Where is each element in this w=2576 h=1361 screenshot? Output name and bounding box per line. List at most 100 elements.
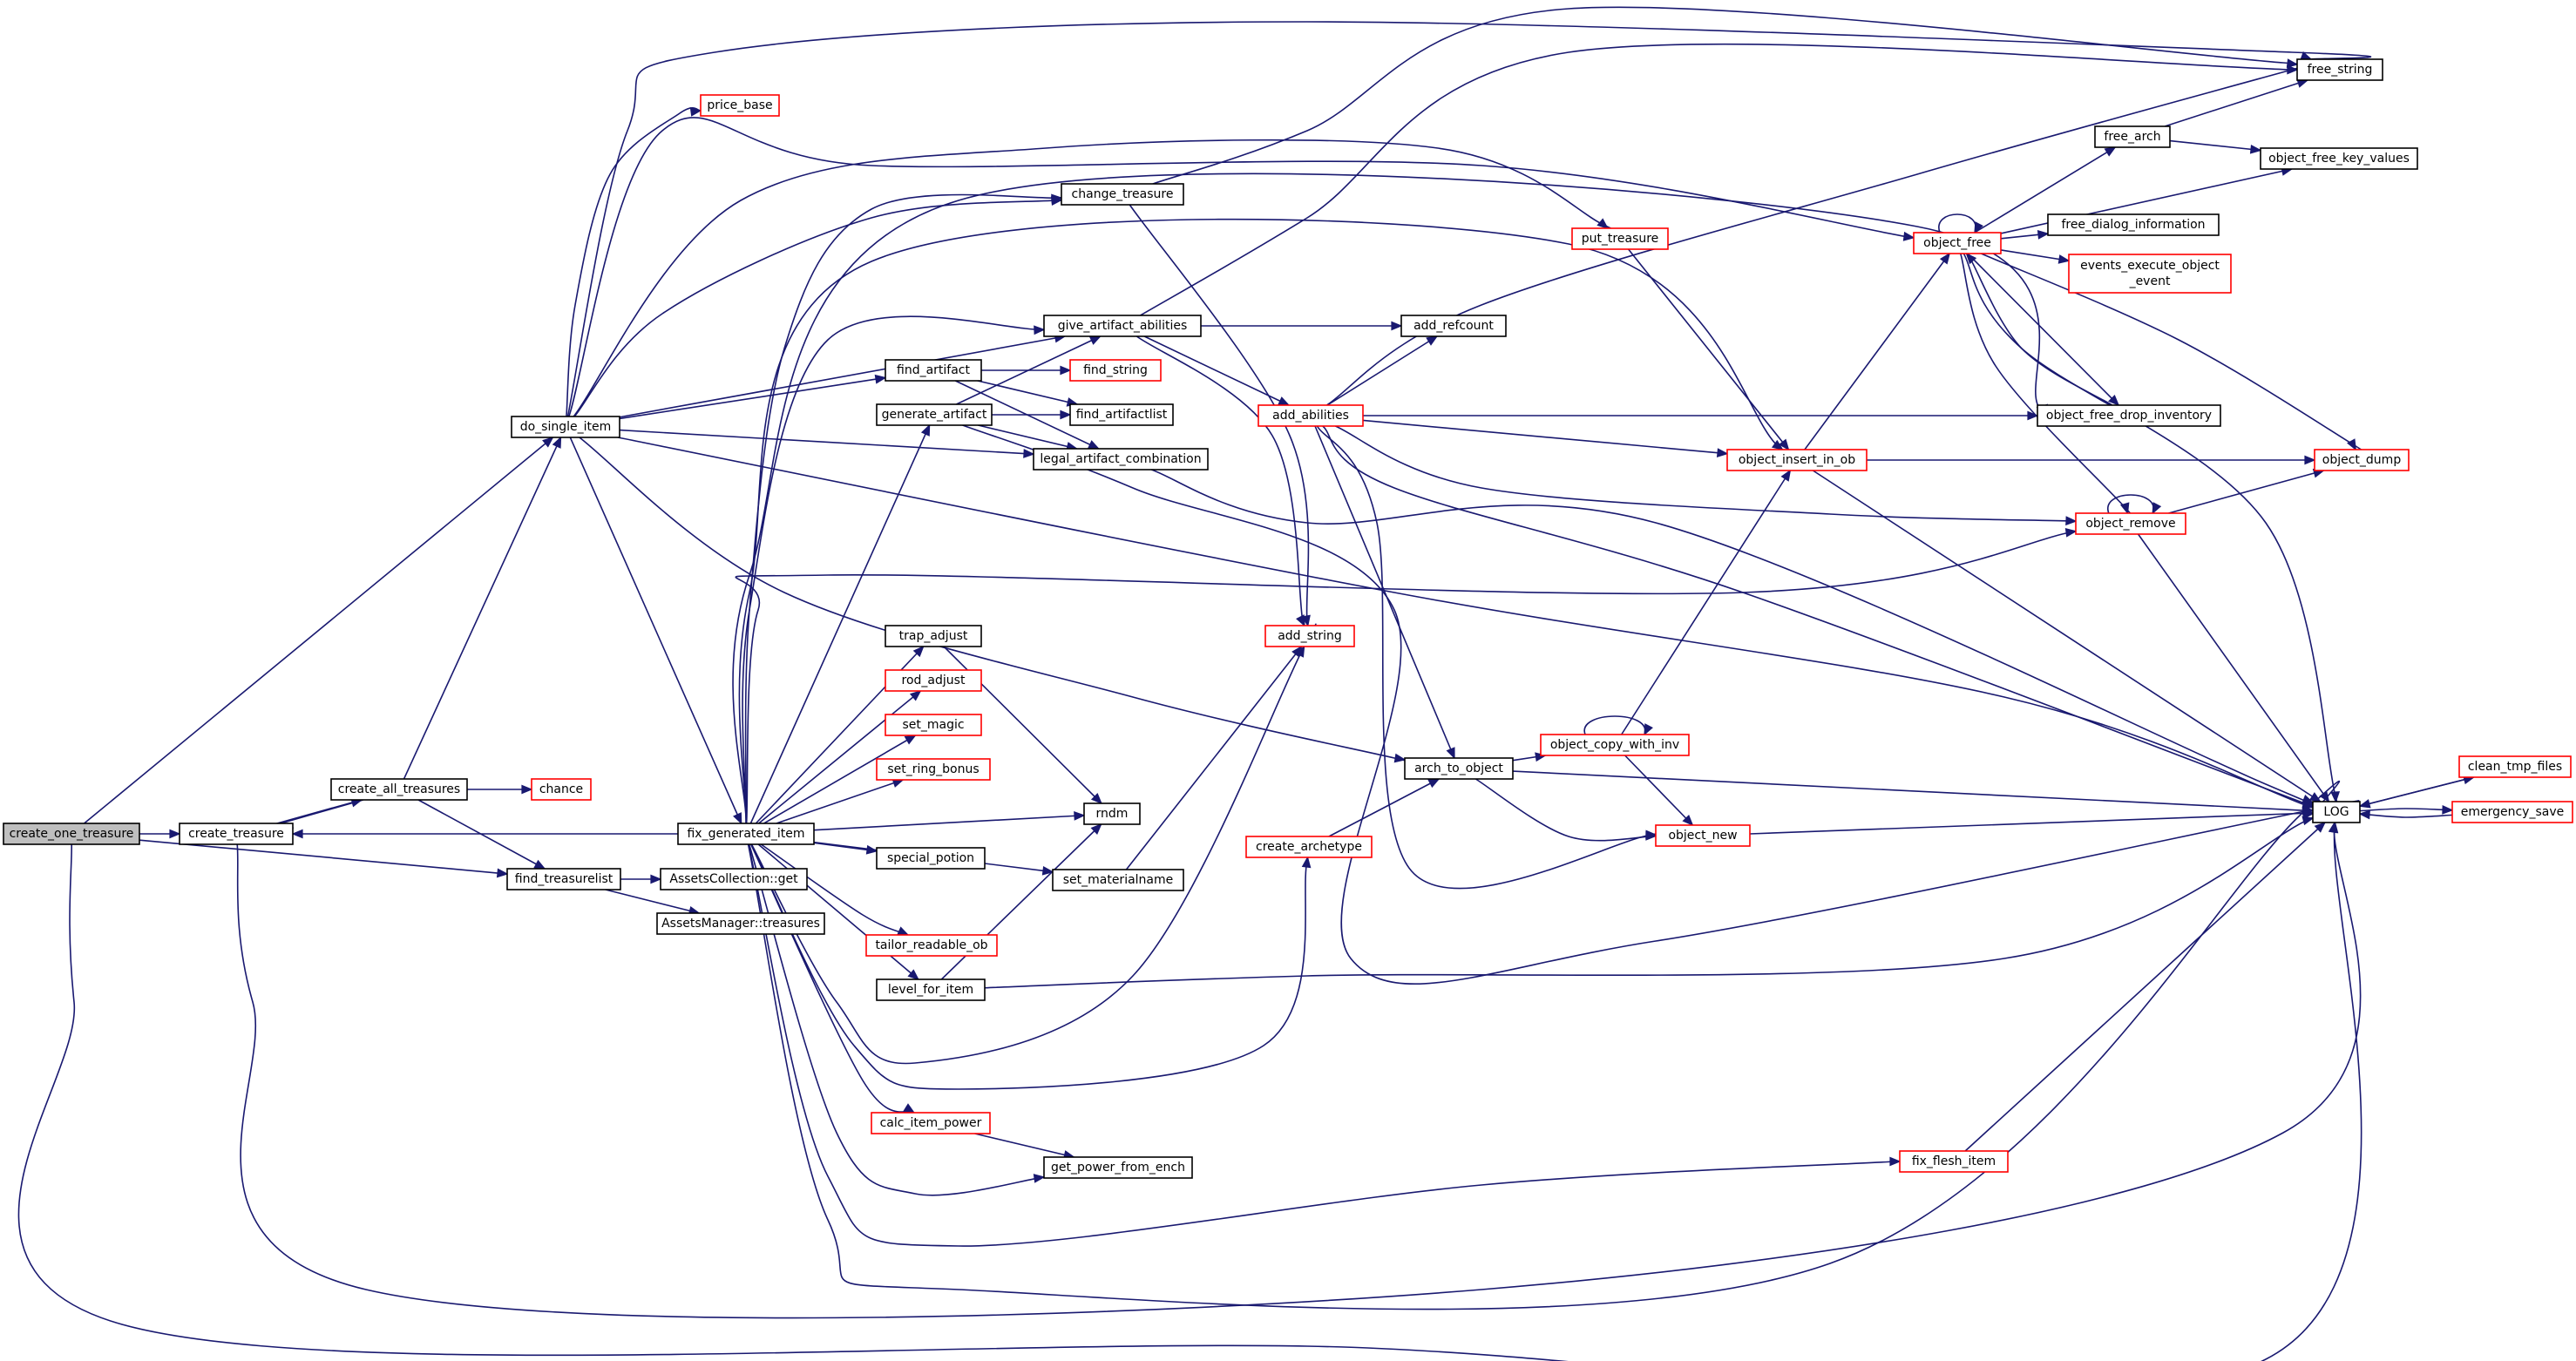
call-edge-fix_flesh_item-to-LOG xyxy=(1964,821,2327,1152)
node-object-copy-with-inv[interactable]: object_copy_with_inv xyxy=(1540,734,1690,756)
call-edge-object_copy_with_inv-to-object_copy_with_inv xyxy=(1583,715,1653,736)
node-do-single-item[interactable]: do_single_item xyxy=(511,416,620,438)
node-find-treasurelist[interactable]: find_treasurelist xyxy=(506,868,621,890)
node-fix-generated-item[interactable]: fix_generated_item xyxy=(677,823,815,845)
node-legal-artifact-combination[interactable]: legal_artifact_combination xyxy=(1033,448,1209,471)
node-label: fix_generated_item xyxy=(687,827,804,841)
node-put-treasure[interactable]: put_treasure xyxy=(1571,227,1669,250)
call-edge-add_abilities-to-arch_to_object xyxy=(1314,425,1455,760)
node-tailor-readable-ob[interactable]: tailor_readable_ob xyxy=(865,934,998,957)
node-box xyxy=(330,778,468,801)
call-edge-calc_item_power-to-get_power_from_ench xyxy=(974,1133,1075,1160)
node-find-string[interactable]: find_string xyxy=(1069,359,1162,382)
node-find-artifactlist[interactable]: find_artifactlist xyxy=(1069,403,1174,426)
node-give-artifact-abilities[interactable]: give_artifact_abilities xyxy=(1043,315,1202,337)
node-create-one-treasure[interactable]: create_one_treasure xyxy=(3,823,140,845)
node-free-arch[interactable]: free_arch xyxy=(2094,125,2171,148)
call-edge-emergency_save-to-LOG xyxy=(2358,809,2453,820)
node-create-archetype[interactable]: create_archetype xyxy=(1245,836,1373,858)
node-free-dialog-information[interactable]: free_dialog_information xyxy=(2047,213,2220,236)
node-box xyxy=(1043,1156,1193,1179)
call-edges xyxy=(17,6,2476,1361)
call-edge-object_new-to-LOG xyxy=(1749,809,2315,835)
node-rndm[interactable]: rndm xyxy=(1083,802,1141,825)
call-edge-do_single_item-to-put_treasure xyxy=(573,139,1618,417)
node-label: object_remove xyxy=(2085,517,2175,531)
node-label: create_treasure xyxy=(188,827,284,841)
call-edge-create_treasure-to-LOG xyxy=(236,821,2362,1319)
node-label: special_potion xyxy=(887,851,974,865)
call-edge-arch_to_object-to-object_new xyxy=(1474,778,1657,842)
call-edge-object_copy_with_inv-to-object_insert_in_ob xyxy=(1620,469,1792,735)
node-box xyxy=(506,868,621,890)
node-LOG[interactable]: LOG xyxy=(2312,801,2361,823)
node-set-materialname[interactable]: set_materialname xyxy=(1052,869,1184,891)
node-object-free-drop-inventory[interactable]: object_free_drop_inventory xyxy=(2037,404,2221,427)
node-price-base[interactable]: price_base xyxy=(700,94,780,117)
node-box xyxy=(2458,755,2572,778)
node-add-abilities[interactable]: add_abilities xyxy=(1257,404,1364,427)
node-box xyxy=(1404,757,1514,780)
node-events-execute-object-event[interactable]: events_execute_object_event xyxy=(2068,254,2232,294)
node-find-artifact[interactable]: find_artifact xyxy=(885,359,982,382)
call-edge-free_arch-to-free_string xyxy=(2164,78,2309,127)
node-label: calc_item_power xyxy=(880,1116,982,1130)
node-get-power-from-ench[interactable]: get_power_from_ench xyxy=(1043,1156,1193,1179)
node-object-free[interactable]: object_free xyxy=(1913,232,2002,254)
node-object-free-key-values[interactable]: object_free_key_values xyxy=(2260,147,2418,170)
call-edge-fix_generated_item-to-object_remove xyxy=(735,525,2100,824)
node-label: AssetsManager::treasures xyxy=(661,917,820,931)
node-arch-to-object[interactable]: arch_to_object xyxy=(1404,757,1514,780)
node-label: chance xyxy=(539,782,583,796)
node-level-for-item[interactable]: level_for_item xyxy=(876,978,986,1001)
node-fix-flesh-item[interactable]: fix_flesh_item xyxy=(1899,1150,2009,1173)
node-special-potion[interactable]: special_potion xyxy=(876,847,986,870)
node-box xyxy=(656,912,825,935)
node-trap-adjust[interactable]: trap_adjust xyxy=(885,625,982,647)
node-box xyxy=(2047,213,2220,236)
call-edge-add_abilities-to-object_remove xyxy=(1335,425,2092,526)
node-label: arch_to_object xyxy=(1414,762,1503,775)
node-set-ring-bonus[interactable]: set_ring_bonus xyxy=(876,758,991,781)
node-label: clean_tmp_files xyxy=(2468,760,2562,774)
node-chance[interactable]: chance xyxy=(531,778,592,801)
node-box xyxy=(885,359,982,382)
call-edge-find_treasurelist-to-AssetsManager_treasures xyxy=(605,889,701,916)
node-change-treasure[interactable]: change_treasure xyxy=(1061,183,1184,206)
node-add-refcount[interactable]: add_refcount xyxy=(1400,315,1507,337)
node-box xyxy=(1540,734,1690,756)
call-edge-object_remove-to-object_remove xyxy=(2107,494,2162,515)
node-emergency-save[interactable]: emergency_save xyxy=(2451,801,2573,823)
node-object-new[interactable]: object_new xyxy=(1655,824,1751,847)
node-box xyxy=(2451,801,2573,823)
node-label: add_string xyxy=(1278,629,1342,643)
node-generate-artifact[interactable]: generate_artifact xyxy=(876,403,993,426)
node-AssetsCollection-get[interactable]: AssetsCollection::get xyxy=(660,868,808,890)
node-label: get_power_from_ench xyxy=(1051,1161,1185,1175)
node-label: set_materialname xyxy=(1063,873,1174,887)
call-edge-fix_generated_item-to-give_artifact_abilities xyxy=(742,315,1046,824)
node-free-string[interactable]: free_string xyxy=(2296,58,2383,81)
node-box xyxy=(1033,448,1209,471)
node-set-magic[interactable]: set_magic xyxy=(885,714,982,736)
node-object-dump[interactable]: object_dump xyxy=(2314,449,2410,471)
node-add-string[interactable]: add_string xyxy=(1264,625,1355,647)
node-box xyxy=(865,934,998,957)
node-object-remove[interactable]: object_remove xyxy=(2075,512,2186,535)
node-create-treasure[interactable]: create_treasure xyxy=(179,823,294,845)
node-object-insert-in-ob[interactable]: object_insert_in_ob xyxy=(1726,449,1868,471)
node-box xyxy=(1052,869,1184,891)
node-label: create_archetype xyxy=(1256,840,1362,854)
node-create-all-treasures[interactable]: create_all_treasures xyxy=(330,778,468,801)
node-clean-tmp-files[interactable]: clean_tmp_files xyxy=(2458,755,2572,778)
node-box xyxy=(1069,359,1162,382)
node-rod-adjust[interactable]: rod_adjust xyxy=(885,669,982,692)
node-label: change_treasure xyxy=(1072,187,1174,201)
node-box xyxy=(1257,404,1364,427)
call-edge-change_treasure-to-free_string xyxy=(1152,6,2342,185)
node-label: put_treasure xyxy=(1582,232,1659,246)
node-box xyxy=(1899,1150,2009,1173)
node-AssetsManager-treasures[interactable]: AssetsManager::treasures xyxy=(656,912,825,935)
node-calc-item-power[interactable]: calc_item_power xyxy=(871,1112,991,1134)
